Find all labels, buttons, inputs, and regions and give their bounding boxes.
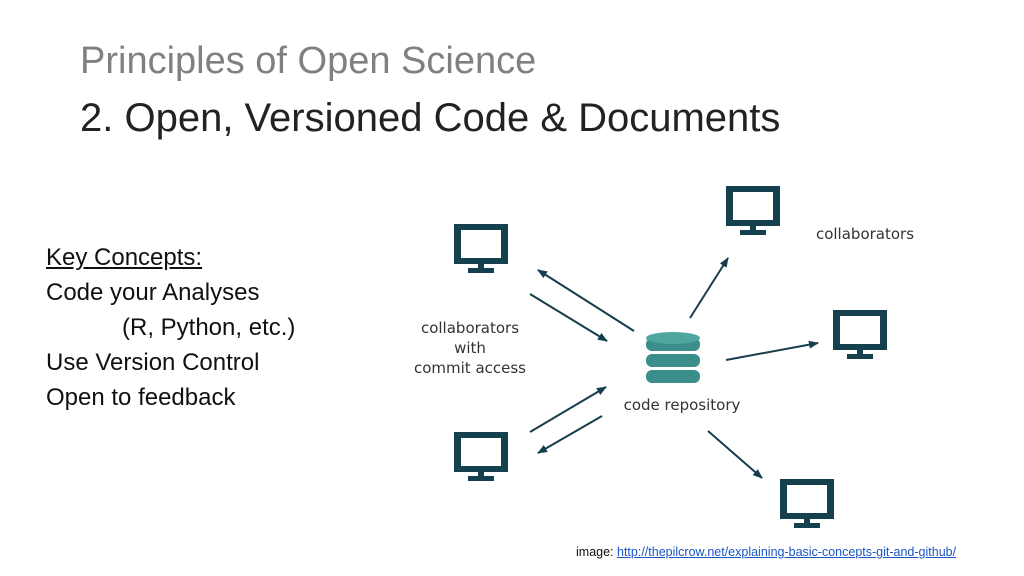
monitor-icon [454, 224, 508, 273]
arrow-to-collaborator [725, 340, 819, 361]
commit-group-label-line: commit access [414, 359, 526, 377]
repository-label: code repository [624, 396, 741, 414]
key-concepts-heading: Key Concepts: [46, 244, 203, 271]
arrow-to-collaborator [537, 415, 603, 454]
arrow-to-collaborator [689, 257, 729, 319]
concept-item: Code your Analyses [46, 279, 260, 306]
monitor-icon [726, 186, 780, 235]
monitor-icon [454, 432, 508, 481]
key-concepts-list: Key Concepts: Code your Analyses (R, Pyt… [46, 240, 295, 415]
image-credit: image: http://thepilcrow.net/explaining-… [576, 545, 956, 559]
database-icon [646, 332, 700, 383]
concept-item: Open to feedback [46, 384, 236, 411]
monitor-icon [833, 310, 887, 359]
concept-item: Use Version Control [46, 349, 260, 376]
slide-supertitle: Principles of Open Science [80, 40, 537, 82]
slide-title: 2. Open, Versioned Code & Documents [80, 96, 781, 140]
collaborators-label: collaborators [816, 225, 914, 243]
arrow-to-repository [529, 386, 607, 433]
arrow-to-collaborator [537, 269, 635, 332]
arrow-to-repository [529, 293, 608, 342]
concept-item-detail: (R, Python, etc.) [122, 314, 296, 341]
image-credit-prefix: image: [576, 545, 617, 559]
commit-group-label-line: with [454, 339, 486, 357]
source-link[interactable]: http://thepilcrow.net/explaining-basic-c… [617, 545, 957, 559]
monitor-icon [780, 479, 834, 528]
commit-group-label-line: collaborators [421, 319, 519, 337]
arrow-to-collaborator [707, 430, 763, 479]
